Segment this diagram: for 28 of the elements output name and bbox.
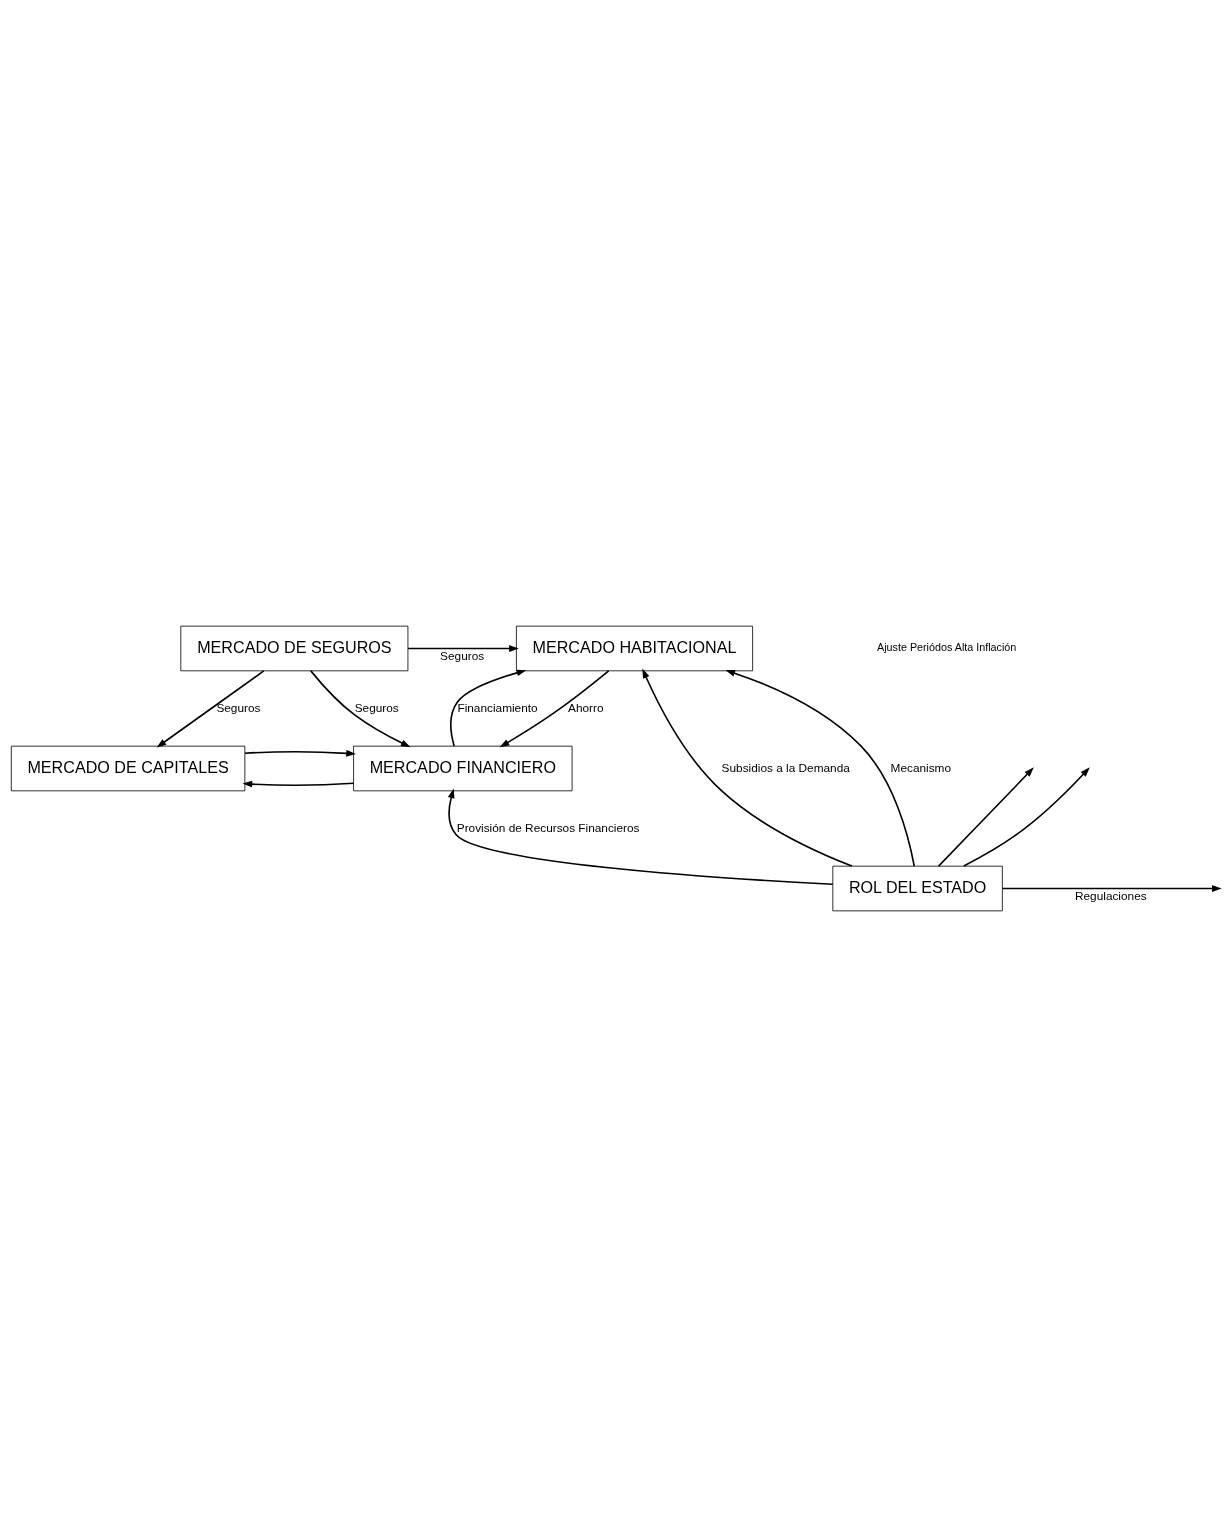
node-box: MERCADO HABITACIONAL — [515, 625, 754, 671]
edge-label: Provisión de Recursos Financieros — [456, 820, 640, 835]
arrow — [963, 766, 1090, 867]
arrow — [1001, 884, 1222, 892]
node-box: MERCADO DE CAPITALES — [10, 745, 246, 791]
arrow — [447, 788, 834, 885]
arrow — [310, 669, 411, 747]
arrow — [642, 668, 853, 867]
arrow — [450, 669, 527, 747]
edge-label: Regulaciones — [1074, 888, 1147, 903]
edge-label: Mecanismo — [890, 760, 952, 775]
node-box: MERCADO FINANCIERO — [353, 745, 573, 791]
label: Ajuste Periódos Alta Inflación — [877, 640, 1017, 653]
node-box: MERCADO DE SEGUROS — [180, 625, 409, 671]
arrow — [499, 669, 610, 747]
node-box: ROL DEL ESTADO — [832, 865, 1003, 911]
arrow — [244, 749, 356, 757]
edge-label: Seguros — [216, 700, 261, 715]
edge-label: Financiamiento — [457, 700, 538, 715]
edge-label: Seguros — [354, 700, 399, 715]
edge-label: Ahorro — [568, 700, 604, 715]
arrow — [407, 644, 519, 652]
arrow — [242, 780, 355, 788]
arrow — [725, 669, 916, 867]
edge-label: Seguros — [440, 648, 485, 663]
arrow — [156, 669, 265, 748]
arrow — [937, 766, 1034, 867]
edge-label: Subsidios a la Demanda — [721, 760, 850, 775]
